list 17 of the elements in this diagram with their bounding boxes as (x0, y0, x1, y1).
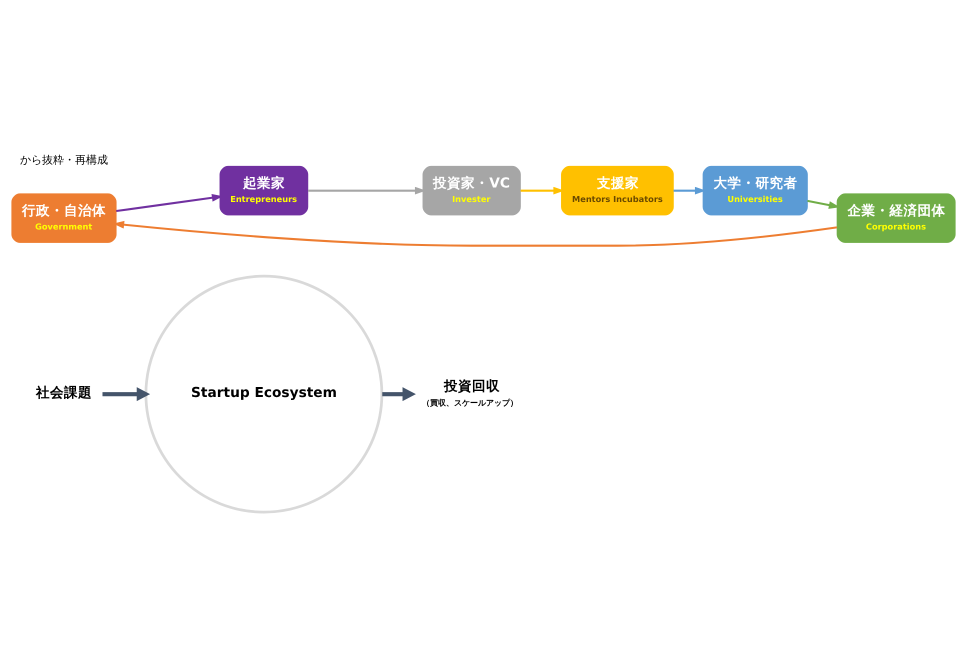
node-box: 行政・自治体 Government (11, 193, 117, 243)
arrow (382, 387, 416, 402)
arrow (102, 387, 150, 402)
node-box: 支援家 Mentors Incubators (561, 166, 674, 216)
node-box: 起業家 Entrepreneurs (220, 166, 308, 216)
node-circle: Startup Ecosystem (144, 274, 384, 514)
node-box: 投資家・VC Invester (422, 166, 521, 216)
arrow (807, 200, 840, 209)
arrow (308, 186, 426, 195)
node-text: 投資回収 （買収、スケールアップ） (422, 378, 518, 408)
arrow (674, 186, 706, 195)
node-box: 企業・経済団体 Corporations (836, 193, 956, 243)
arrow (116, 194, 223, 212)
node-text: 社会課題 (36, 384, 92, 401)
arrow (520, 186, 564, 195)
label: から抜粋・再構成 (20, 154, 108, 167)
node-box: 大学・研究者 Universities (702, 166, 808, 216)
